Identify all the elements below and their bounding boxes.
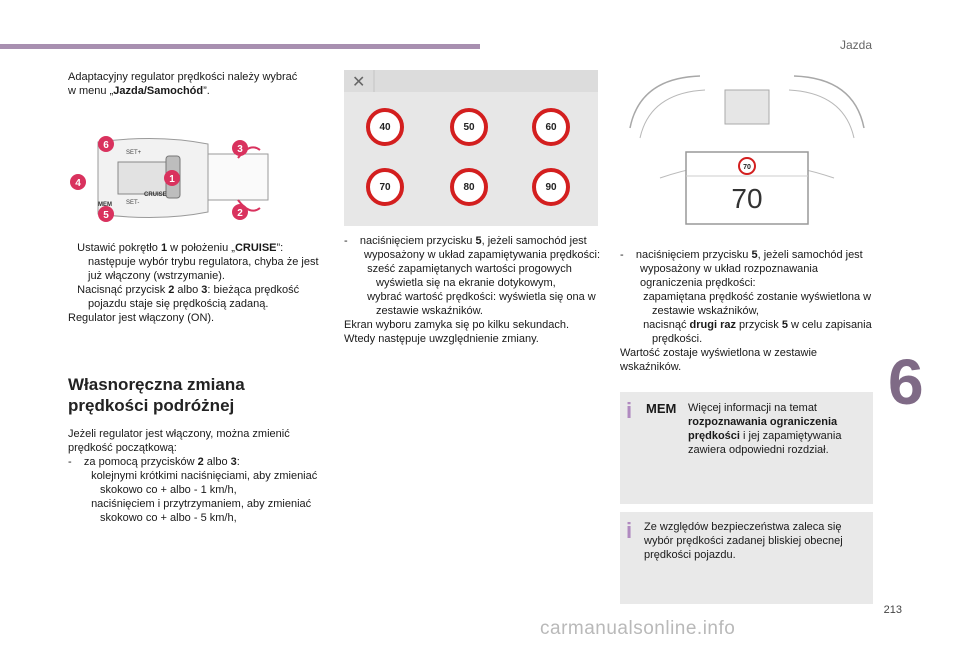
section-title: Jazda <box>839 38 872 52</box>
stalk-label-set-minus: SET- <box>126 200 139 206</box>
section-heading: Własnoręczna zmiana prędkości podróżnej <box>68 375 245 415</box>
callout-3: 3 <box>232 140 248 156</box>
info-text-safety: Ze względów bezpieczeństwa zaleca się wy… <box>644 521 843 561</box>
mem-badge: MEM <box>646 401 677 416</box>
manual-change-text: Jeżeli regulator jest włączony, można zm… <box>68 428 318 524</box>
speed-sign-90[interactable]: 90 <box>532 168 570 206</box>
screen-top-bar <box>344 70 598 92</box>
cluster-speed-sign: 70 <box>743 164 751 171</box>
callout-2: 2 <box>232 204 248 220</box>
instructions-col1: Ustawić pokrętło 1 w położeniu „CRUISE”:… <box>68 241 328 325</box>
cluster-speed-value: 70 <box>731 183 762 214</box>
svg-text:4: 4 <box>75 178 81 189</box>
info-icon: i <box>626 398 633 423</box>
stalk-label-cruise: CRUISE <box>144 192 167 198</box>
info-box-safety <box>620 512 873 604</box>
info-box-mem <box>620 392 873 504</box>
speed-sign-80[interactable]: 80 <box>450 168 488 206</box>
intro-paragraph: Adaptacyjny regulator prędkości należy w… <box>68 71 298 97</box>
watermark: carmanualsonline.info <box>540 618 736 639</box>
svg-text:5: 5 <box>103 210 109 221</box>
speed-sign-50[interactable]: 50 <box>450 108 488 146</box>
instructions-col3: - naciśnięciem przycisku 5, jeżeli samoc… <box>620 249 872 373</box>
svg-text:6: 6 <box>103 140 109 151</box>
callout-6: 6 <box>98 136 114 152</box>
chapter-number: 6 <box>888 346 924 418</box>
svg-text:2: 2 <box>237 208 243 219</box>
info-icon: i <box>626 518 633 543</box>
close-icon[interactable]: ✕ <box>352 74 366 91</box>
page-number: 213 <box>883 604 902 616</box>
svg-text:3: 3 <box>237 144 243 155</box>
regulator-on-note: Regulator jest włączony (ON). <box>68 312 215 324</box>
speed-sign-70[interactable]: 70 <box>366 168 404 206</box>
stalk-label-set-plus: SET+ <box>126 150 142 156</box>
callout-4: 4 <box>70 174 86 190</box>
svg-text:1: 1 <box>169 174 175 185</box>
callout-1: 1 <box>164 170 180 186</box>
header-accent-bar <box>0 44 480 49</box>
speed-sign-40[interactable]: 40 <box>366 108 404 146</box>
bullet-set-cruise: Ustawić pokrętło 1 w położeniu „CRUISE”:… <box>77 242 319 282</box>
instrument-cluster-illustration: 70 70 <box>629 75 865 225</box>
callout-5: 5 <box>98 206 114 222</box>
instructions-col2: - naciśnięciem przycisku 5, jeżeli samoc… <box>344 235 601 345</box>
stalk-label-mem: MEM <box>98 202 112 208</box>
cruise-stalk-illustration: SET+ SET- MEM CRUISE 6 4 5 1 3 2 <box>70 136 269 222</box>
bullet-press-button: Nacisnąć przycisk 2 albo 3: bieżąca pręd… <box>77 284 300 310</box>
info-text-mem: Więcej informacji na temat rozpoznawania… <box>688 402 842 456</box>
speed-sign-60[interactable]: 60 <box>532 108 570 146</box>
